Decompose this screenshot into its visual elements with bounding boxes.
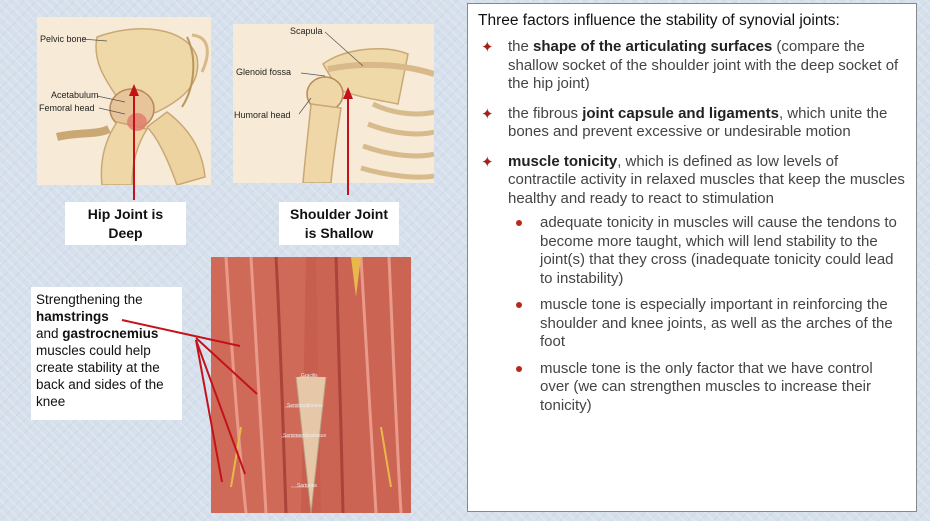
label-semitendinosus: Semitendinosus: [287, 403, 323, 409]
hip-caption-line1: Hip Joint is: [87, 206, 164, 222]
sub-bullet-text: muscle tone is especially important in r…: [540, 296, 893, 350]
gastrocnemius-pointer-2: [195, 339, 246, 475]
shoulder-joint-caption: Shoulder Joint is Shallow: [279, 202, 399, 245]
bullet-text-post: , which is defined as low levels of cont…: [508, 152, 905, 207]
bullet-text-post: , which unite the bones and prevent exce…: [508, 104, 888, 141]
gastrocnemius-pointer-1: [195, 339, 223, 483]
label-pelvic-bone: Pelvic bone: [40, 34, 87, 44]
pointer-lines-overlay: [121, 84, 353, 483]
sub-bullet-item: adequate tonicity in muscles will cause …: [478, 214, 906, 288]
shoulder-caption-line2: is Shallow: [304, 225, 374, 241]
hip-caption-line2: Deep: [108, 225, 143, 241]
shoulder-bones-drawing: [298, 31, 434, 183]
strength-and: and: [36, 326, 59, 341]
hip-joint-caption: Hip Joint is Deep: [65, 202, 186, 245]
shoulder-arrow-head: [343, 87, 353, 99]
strength-gastrocnemius: gastrocnemius: [62, 326, 159, 341]
hamstrings-pointer-1: [121, 319, 241, 347]
dot-bullet-icon: [516, 302, 522, 308]
label-scapula: Scapula: [290, 26, 323, 36]
sub-bullet-text: muscle tone is the only factor that we h…: [540, 359, 873, 414]
hamstrings-pointer-2: [195, 337, 258, 395]
strength-rest: muscles could help create stability at t…: [36, 343, 164, 409]
bullet-item: ✦ muscle tonicity, which is defined as l…: [478, 153, 906, 209]
shoulder-caption-line1: Shoulder Joint: [290, 206, 388, 222]
sub-bullet-item: muscle tone is the only factor that we h…: [478, 360, 906, 416]
label-glenoid-fossa: Glenoid fossa: [236, 67, 292, 77]
label-humoral-head: Humoral head: [234, 110, 291, 120]
bullet-text-pre: the: [508, 38, 534, 55]
hip-bones-drawing: [56, 28, 209, 185]
label-acetabulum: Acetabulum: [51, 90, 99, 100]
bullet-text-post: (compare the shallow socket of the shoul…: [508, 38, 899, 92]
content-panel: Three factors influence the stability of…: [467, 3, 917, 512]
bullet-item: ✦ the fibrous joint capsule and ligament…: [478, 105, 906, 142]
dot-bullet-icon: [516, 220, 522, 226]
bullet-text-pre: the fibrous: [508, 104, 583, 122]
strengthening-note: Strengthening the hamstrings and gastroc…: [31, 287, 182, 420]
shoulder-joint-illustration: Scapula Glenoid fossa Humoral head: [233, 24, 434, 183]
sub-bullet-item: muscle tone is especially important in r…: [478, 296, 906, 352]
bullet-text-bold: joint capsule and ligaments: [582, 104, 779, 122]
label-femoral-head: Femoral head: [39, 103, 95, 113]
hip-arrow-head: [129, 84, 139, 96]
label-sartorius: Sartorius: [297, 483, 318, 489]
sub-bullet-text: adequate tonicity in muscles will cause …: [540, 214, 897, 287]
strength-hamstrings: hamstrings: [36, 309, 109, 324]
intro-text: Three factors influence the stability of…: [478, 12, 840, 29]
label-semimembranosus: Semimembranosus: [283, 433, 327, 439]
bullet-item: ✦ the shape of the articulating surfaces…: [478, 38, 906, 94]
label-gracilis: Gracilis: [301, 373, 318, 379]
dot-bullet-icon: [516, 365, 522, 372]
bullet-text-bold: shape of the articulating surfaces: [533, 38, 773, 55]
diamond-bullet-icon: ✦: [481, 153, 494, 171]
strength-line1: Strengthening the: [36, 292, 143, 307]
diamond-bullet-icon: ✦: [481, 105, 494, 123]
hip-joint-illustration: Pelvic bone Acetabulum Femoral head: [37, 17, 211, 185]
bullet-text-bold: muscle tonicity: [508, 152, 618, 170]
diamond-bullet-icon: ✦: [481, 39, 494, 56]
